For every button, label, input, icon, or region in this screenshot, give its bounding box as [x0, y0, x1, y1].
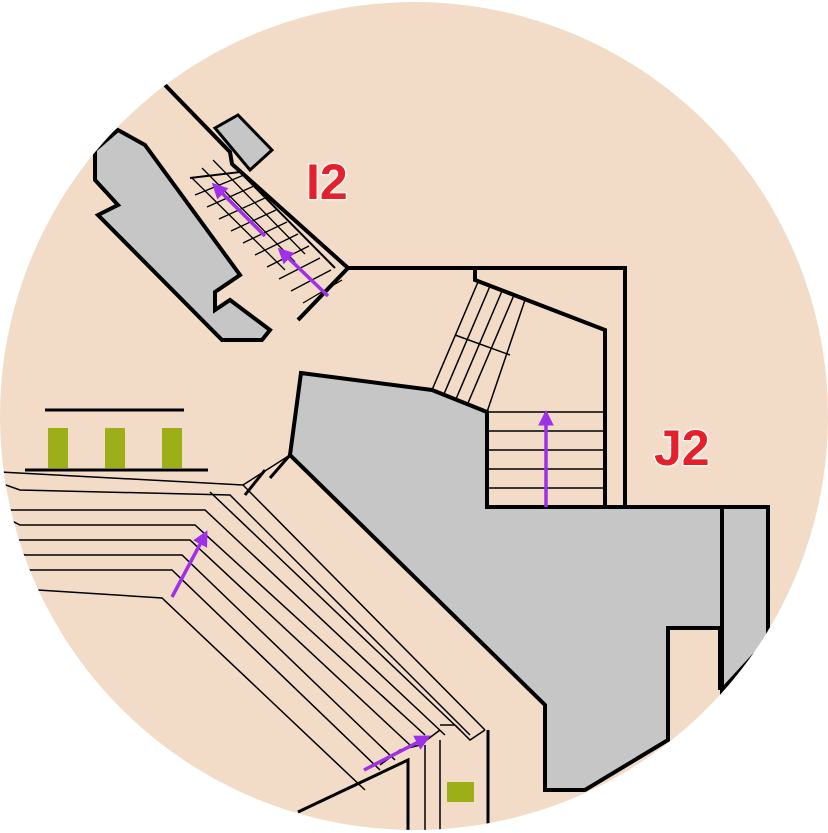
arrow-bottom-stair — [363, 735, 431, 772]
arrow-i2-upper — [211, 182, 267, 238]
green-marker-3 — [162, 428, 182, 468]
stair-i2-wall — [189, 170, 336, 269]
j2-outer-wall — [475, 266, 627, 507]
green-marker-1 — [48, 428, 68, 468]
exit-label-j2: J2 — [653, 420, 711, 476]
corridor-wall — [348, 266, 607, 507]
arrow-left-stair — [170, 530, 208, 598]
exit-label-i2: I2 — [305, 154, 349, 210]
stair-j2-upper — [431, 281, 526, 413]
stair-i2-outline — [163, 83, 351, 322]
right-structure — [720, 505, 770, 696]
green-marker-2 — [105, 428, 125, 468]
bottom-wall — [297, 730, 490, 830]
green-marker-4 — [447, 782, 474, 802]
direction-arrows — [170, 182, 554, 772]
right-room-wall — [666, 626, 722, 740]
small-block — [212, 113, 275, 173]
stair-i2-treads — [191, 159, 343, 304]
upper-left-structure — [93, 127, 273, 342]
bottom-lines — [424, 740, 441, 830]
arrow-i2-lower — [277, 247, 330, 298]
